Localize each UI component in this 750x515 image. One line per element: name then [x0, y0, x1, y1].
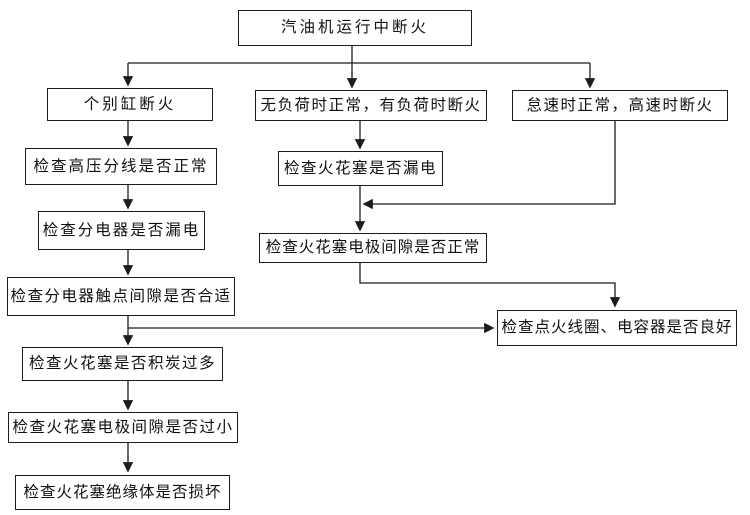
flow-node-check-ignition-coil: 检查点火线圈、电容器是否良好 — [497, 310, 737, 346]
edge-branchright-middle2 — [362, 121, 616, 210]
edge-middle2-right1 — [359, 263, 621, 308]
flow-node-root: 汽油机运行中断火 — [238, 10, 472, 46]
flow-node-branch-right: 怠速时正常，高速时断火 — [512, 90, 728, 121]
flow-node-check-electrode-gap-normal: 检查火花塞电极间隙是否正常 — [259, 233, 487, 263]
flow-node-check-electrode-gap-small: 检查火花塞电极间隙是否过小 — [8, 412, 238, 443]
flow-node-check-carbon-deposit: 检查火花塞是否积炭过多 — [22, 347, 223, 381]
flow-node-check-insulator: 检查火花塞绝缘体是否损坏 — [15, 475, 230, 510]
flow-node-check-hv-wires: 检查高压分线是否正常 — [25, 148, 217, 185]
flow-node-branch-left: 个别缸断火 — [47, 88, 213, 121]
flow-node-check-sparkplug-leak: 检查火花塞是否漏电 — [278, 151, 443, 186]
flow-node-branch-middle: 无负荷时正常，有负荷时断火 — [255, 90, 487, 121]
flow-node-check-contact-gap: 检查分电器触点间隙是否合适 — [7, 277, 235, 316]
flow-node-check-distributor-leak: 检查分电器是否漏电 — [38, 211, 205, 250]
